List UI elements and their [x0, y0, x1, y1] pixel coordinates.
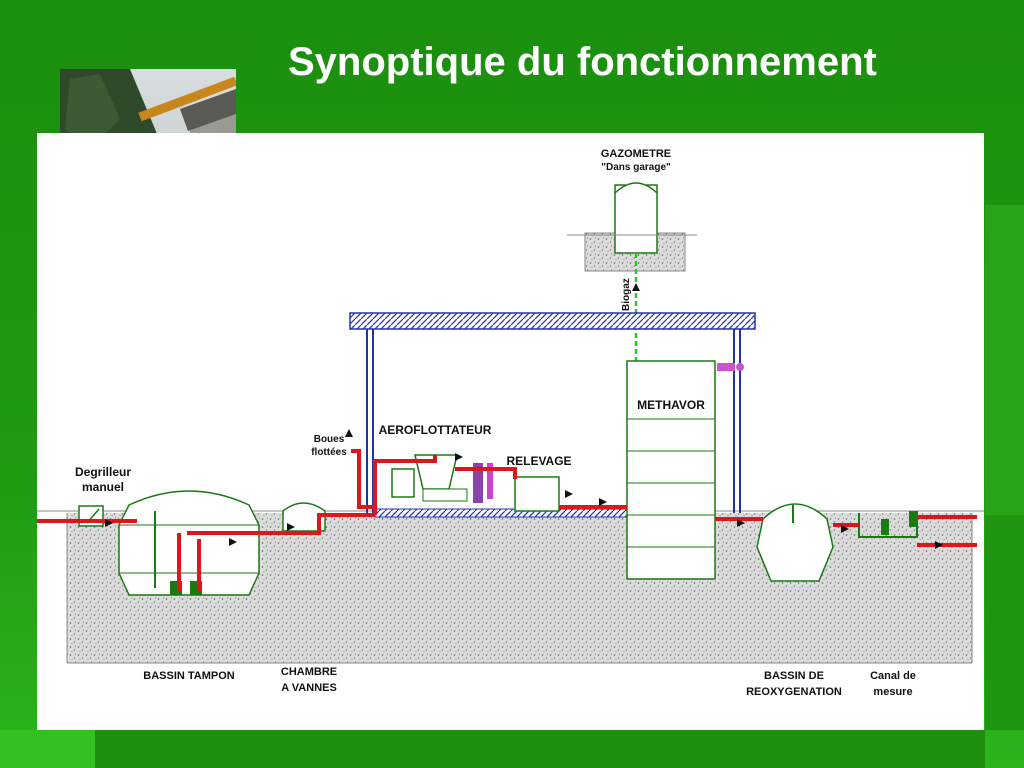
biogaz-label: Biogaz [621, 278, 632, 311]
degrilleur-label-2: manuel [82, 480, 124, 494]
methavor-label: METHAVOR [637, 398, 705, 412]
bassin-tampon-label: BASSIN TAMPON [143, 670, 235, 682]
relevage-label: RELEVAGE [506, 454, 571, 468]
gazometre-sublabel: "Dans garage" [601, 162, 671, 173]
gazometre-label: GAZOMETRE [601, 148, 671, 160]
chambre-a-vannes: CHAMBRE A VANNES [281, 502, 337, 694]
reox-label-2: REOXYGENATION [746, 686, 842, 698]
biogas-line: Biogaz [621, 253, 640, 361]
reox-label-1: BASSIN DE [764, 670, 824, 682]
relevage: RELEVAGE [506, 454, 572, 512]
bassin-tampon: BASSIN TAMPON [118, 490, 260, 682]
slide-side-block-lower [985, 515, 1024, 730]
methavor-tank: METHAVOR [626, 360, 744, 580]
canal-label-2: mesure [873, 686, 912, 698]
slide-bottom-band [95, 730, 985, 768]
slide-title: Synoptique du fonctionnement [288, 40, 877, 84]
degrilleur: Degrilleur manuel [75, 465, 131, 527]
slide-side-block [985, 205, 1024, 515]
slide-corner-block [0, 730, 95, 768]
canal-label-1: Canal de [870, 670, 916, 682]
gazometre: GAZOMETRE "Dans garage" [567, 148, 697, 272]
process-pipes [37, 449, 977, 591]
canal-de-mesure: Canal de mesure [858, 511, 918, 698]
boues-label-1: Boues [314, 434, 345, 445]
bassin-reoxygenation: BASSIN DE REOXYGENATION [746, 503, 842, 698]
chambre-label-1: CHAMBRE [281, 666, 337, 678]
flow-arrows [105, 429, 943, 549]
chambre-label-2: A VANNES [281, 682, 337, 694]
degrilleur-label-1: Degrilleur [75, 465, 131, 479]
diagram-panel: GAZOMETRE "Dans garage" Biogaz METHA [37, 133, 984, 730]
aeroflottateur: AEROFLOTTATEUR Boues flottées [311, 423, 493, 503]
aeroflottateur-label: AEROFLOTTATEUR [379, 423, 492, 437]
boues-label-2: flottées [311, 447, 347, 458]
